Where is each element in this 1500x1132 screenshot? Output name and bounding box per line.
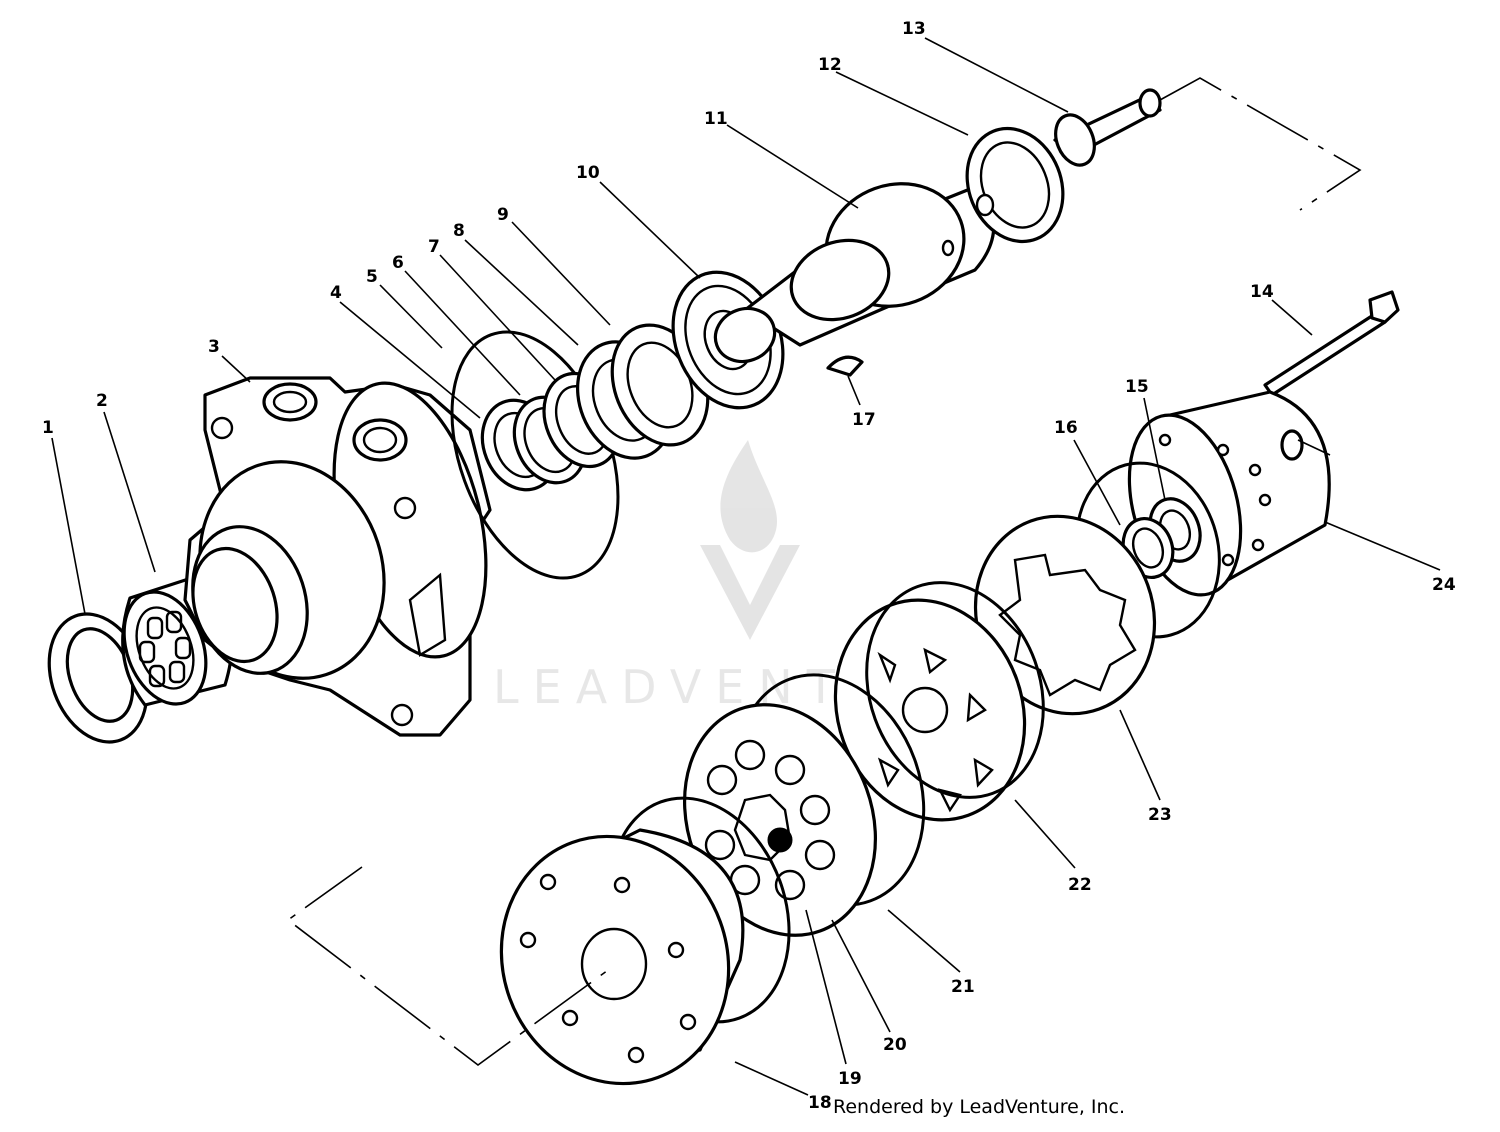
callout-16: 16 bbox=[1054, 418, 1078, 438]
callout-24: 24 bbox=[1432, 575, 1456, 595]
callout-5: 5 bbox=[366, 267, 378, 287]
alignment-line-right bbox=[1297, 439, 1331, 456]
callout-23: 23 bbox=[1148, 805, 1172, 825]
leader-lines bbox=[51, 37, 1441, 1096]
callout-15: 15 bbox=[1125, 377, 1149, 397]
callout-14: 14 bbox=[1250, 282, 1274, 302]
callout-3: 3 bbox=[208, 337, 220, 357]
alignment-line-lower bbox=[286, 866, 616, 1066]
callout-12: 12 bbox=[818, 55, 842, 75]
part-18-end-plate bbox=[499, 796, 791, 1086]
callout-19: 19 bbox=[838, 1069, 862, 1089]
callout-1: 1 bbox=[42, 418, 54, 438]
callout-18: 18 bbox=[808, 1093, 832, 1113]
part-17-key bbox=[826, 355, 864, 377]
part-11-shaft bbox=[713, 182, 996, 364]
leadventure-logo-mark bbox=[700, 440, 800, 640]
callout-13: 13 bbox=[902, 19, 926, 39]
rendered-by-credit: Rendered by LeadVenture, Inc. bbox=[833, 1096, 1126, 1118]
callout-20: 20 bbox=[883, 1035, 907, 1055]
callout-10: 10 bbox=[576, 163, 600, 183]
callout-6: 6 bbox=[392, 253, 404, 273]
callout-8: 8 bbox=[453, 221, 465, 241]
callout-7: 7 bbox=[428, 237, 440, 257]
part-3-housing bbox=[183, 376, 492, 737]
callout-4: 4 bbox=[330, 283, 342, 303]
callout-21: 21 bbox=[951, 977, 975, 997]
part-22-rotor-disc bbox=[833, 581, 1045, 822]
callout-labels: 1 2 3 4 5 6 7 8 9 10 11 12 13 14 15 16 1… bbox=[42, 19, 1456, 1113]
part-21-gerotor-set bbox=[682, 673, 926, 937]
callout-9: 9 bbox=[497, 205, 509, 225]
callout-17: 17 bbox=[852, 410, 876, 430]
part-12-spline-plate bbox=[965, 126, 1065, 244]
part-13-drive-gear bbox=[1053, 88, 1162, 167]
callout-11: 11 bbox=[704, 109, 728, 129]
part-14-bolt bbox=[1263, 290, 1400, 397]
callout-2: 2 bbox=[96, 391, 108, 411]
alignment-line-upper bbox=[1159, 77, 1362, 211]
callout-22: 22 bbox=[1068, 875, 1092, 895]
